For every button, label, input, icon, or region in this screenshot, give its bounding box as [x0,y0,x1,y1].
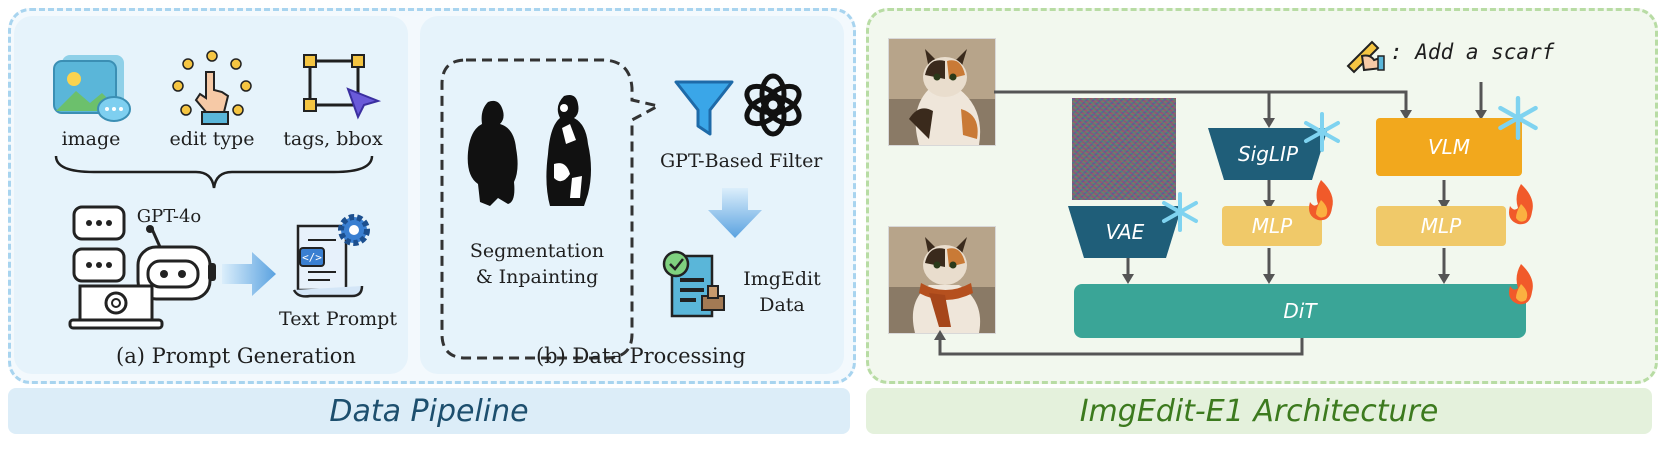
image-icon [53,55,131,122]
snowflake-icon [1498,96,1538,140]
siglip-label: SigLIP [1237,142,1299,166]
gear-icon [338,214,370,246]
chat-bubbles-icon [72,205,126,283]
caption-prompt-generation: (a) Prompt Generation [116,344,356,368]
arrow-down [708,188,762,238]
fire-icon [1309,180,1333,221]
mlp-left-block: MLP [1222,206,1322,246]
label-segmentation-inpainting: Segmentation & Inpainting [469,240,605,288]
snowflake-icon [1304,112,1340,152]
model-label-gpt4o: GPT-4o [136,206,202,227]
caption-data-processing: (b) Data Processing [536,344,746,368]
banner-imgedit-architecture: ImgEdit-E1 Architecture [866,388,1652,434]
filter-funnel-icon [674,80,734,136]
label-gpt-based-filter: GPT-Based Filter [660,150,823,172]
robot-icon [136,225,216,301]
vlm-block [1376,118,1522,176]
input-label-tags-bbox: tags, bbox [283,128,383,150]
dit-label: DiT [1283,299,1317,323]
input-label-image: image [61,128,121,150]
bbox-icon [303,54,382,120]
vlm-label: VLM [1427,135,1471,159]
vae-label: VAE [1105,220,1145,244]
fire-icon [1509,184,1533,225]
siglip-block [1208,128,1328,180]
person-silhouette-mask [467,100,518,206]
curly-brace [54,155,374,189]
segmentation-bubble [440,58,663,360]
input-cat-image [888,38,996,146]
openai-logo-icon [744,73,802,137]
edit-type-hand-icon [172,50,252,125]
pencil-hand-icon [1346,40,1385,74]
laptop-openai-icon [68,284,164,330]
output-label-text-prompt: Text Prompt [279,308,397,330]
fire-icon [1509,264,1533,305]
banner-data-pipeline: Data Pipeline [8,388,850,434]
dit-block [1074,284,1526,338]
arrow-right [222,252,276,296]
vae-block [1068,206,1182,258]
input-label-edit-type: edit type [169,128,255,150]
architecture-connectors [934,82,1487,356]
edit-instruction: : Add a scarf [1390,40,1555,64]
snowflake-icon [1162,192,1198,232]
document-code-icon: </> [292,224,364,298]
label-imgedit-data: ImgEdit Data [743,268,821,316]
svg-text:</>: </> [302,251,322,264]
segmentation-mask [546,95,591,206]
mlp-right-block: MLP [1376,206,1506,246]
noise-latent [1072,98,1176,200]
data-report-icon [662,250,725,318]
